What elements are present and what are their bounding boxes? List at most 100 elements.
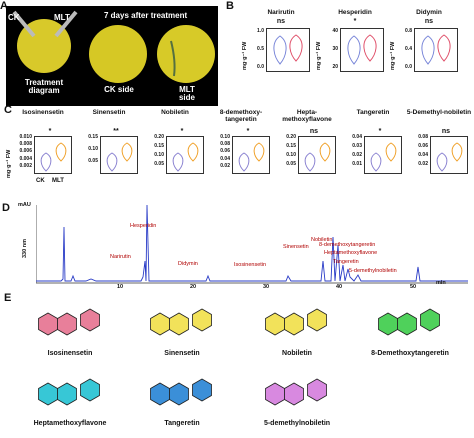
violin-c-ytick-6-1: 0.06 xyxy=(418,143,428,149)
violin-c-ytick-5-0: 0.04 xyxy=(352,134,362,140)
violin-c-ytick-1-0: 0.15 xyxy=(88,134,98,140)
chromatogram xyxy=(36,205,468,284)
panel-letter-b: B xyxy=(226,0,234,12)
group-label-ck: CK xyxy=(36,178,45,184)
x-tick-30: 30 xyxy=(263,284,270,290)
violin-c-frame-1 xyxy=(100,136,138,174)
structure-5 xyxy=(150,378,212,406)
violin-c-ytick-6-2: 0.04 xyxy=(418,152,428,158)
violin-c-ytick-3-2: 0.06 xyxy=(220,148,230,155)
violin-c-ytick-0-1: 0.008 xyxy=(19,141,32,148)
chrom-y-label: 330 nm xyxy=(22,239,28,258)
treatment-photo: CK MLT 7 days after treatment Treatment … xyxy=(6,6,218,106)
panel-letter-a: A xyxy=(0,0,8,12)
violin-b-ytick-0-2: 0.0 xyxy=(257,64,264,70)
violin-c-frame-2 xyxy=(166,136,204,174)
violin-c-title-6: 5-Demethyl-nobiletin xyxy=(406,109,472,116)
violin-b-title-0: Narirutin xyxy=(267,9,295,16)
violin-c-ytick-6-3: 0.02 xyxy=(418,161,428,167)
violin-c-ytick-5-2: 0.02 xyxy=(352,152,362,158)
structure-2 xyxy=(265,308,327,336)
peak-label-tangeretin: Tangeretin xyxy=(333,259,359,265)
structure-1 xyxy=(150,308,212,336)
violin-c-frame-0 xyxy=(34,136,72,174)
violin-b-ytick-1-1: 30 xyxy=(332,46,338,52)
violin-c-ytick-1-2: 0.05 xyxy=(88,158,98,164)
mlt-photo-label: MLT xyxy=(54,13,70,22)
violin-c-ytick-1-1: 0.10 xyxy=(88,146,98,152)
violin-c-title-5: Tangeretin xyxy=(356,109,390,116)
peak-label-heptamethoxyflavone: Heptamethoxyflavone xyxy=(324,250,378,256)
violin-c-title-1: Sinensetin xyxy=(92,109,126,116)
violin-b-title-1: Hesperidin xyxy=(338,9,372,16)
structure-0 xyxy=(38,308,100,336)
peak-label-8-demethoxytangeretin: 8-demethoxytangeretin xyxy=(319,242,376,248)
peak-label-hesperidin: Hesperidin xyxy=(130,223,157,229)
structure-name-0: Isosinensetin xyxy=(47,350,93,357)
violin-c-frame-6 xyxy=(430,136,468,174)
violin-c-ytick-6-0: 0.08 xyxy=(418,134,428,140)
violin-c-sig-4: ns xyxy=(309,128,319,135)
violin-b-sig-0: ns xyxy=(276,18,286,25)
violin-c-ytick-3-1: 0.08 xyxy=(220,141,230,148)
violin-c-ytick-4-3: 0.05 xyxy=(286,161,296,167)
peak-label-isosinensetin: Isosinensetin xyxy=(234,262,267,268)
violin-c-plot-4 xyxy=(304,142,331,172)
violin-c-plot-0 xyxy=(40,142,67,172)
violin-c-ytick-3-4: 0.02 xyxy=(220,162,230,169)
peak-label-5-demethylnobiletin: 5-demethylnobiletin xyxy=(349,268,397,274)
violin-c-title-3: 8-demethoxy-tangeretin xyxy=(219,109,263,123)
violin-c-ytick-4-0: 0.20 xyxy=(286,134,296,140)
structure-name-5: Tangeretin xyxy=(164,420,200,427)
violin-c-sig-5: * xyxy=(378,128,382,135)
panel-letter-d: D xyxy=(2,202,10,214)
violin-c-ytick-4-1: 0.15 xyxy=(286,143,296,149)
violin-c-ytick-3-3: 0.04 xyxy=(220,155,230,162)
violin-c-sig-2: * xyxy=(180,128,184,135)
violin-c-ytick-2-3: 0.05 xyxy=(154,161,164,167)
violin-c-ytick-2-2: 0.10 xyxy=(154,152,164,158)
violin-b-plot-0 xyxy=(273,34,303,65)
violin-b-ytick-0-1: 0.5 xyxy=(257,46,264,52)
structure-name-3: 8-Demethoxytangeretin xyxy=(371,350,449,357)
violin-b-ytick-0-0: 1.0 xyxy=(257,28,264,34)
violin-b-frame-0 xyxy=(266,28,310,72)
violin-b-ylabel-0: mg·g⁻¹ FW xyxy=(242,41,248,70)
violin-b-ylabel-1: mg·g⁻¹ FW xyxy=(316,41,322,70)
photo-header: 7 days after treatment xyxy=(104,11,188,20)
violin-c-sig-3: * xyxy=(246,128,250,135)
structure-4 xyxy=(38,378,100,406)
peak-label-didymin: Didymin xyxy=(178,261,198,267)
structure-name-2: Nobiletin xyxy=(282,350,312,357)
violin-c-frame-3 xyxy=(232,136,270,174)
violin-b-frame-1 xyxy=(340,28,384,72)
violin-c-title-2: Nobiletin xyxy=(161,109,189,116)
x-tick-10: 10 xyxy=(117,284,124,290)
caption-treatment: Treatment diagram xyxy=(24,78,64,96)
structure-3 xyxy=(378,308,440,336)
violin-b-ytick-2-0: 0.8 xyxy=(405,28,412,34)
group-label-mlt: MLT xyxy=(52,178,64,184)
peak-label-nobiletin: Nobiletin xyxy=(311,237,333,243)
violin-b-sig-1: * xyxy=(353,18,357,25)
violin-b-ytick-2-1: 0.4 xyxy=(405,46,412,52)
violin-c-ytick-0-0: 0.010 xyxy=(19,134,32,140)
x-tick-40: 40 xyxy=(336,284,343,290)
violin-c-title-4: Hepta-methoxyflavone xyxy=(282,109,332,123)
violin-b-plot-2 xyxy=(421,34,451,65)
violin-b-plot-1 xyxy=(347,34,377,65)
violin-b-sig-2: ns xyxy=(424,18,434,25)
violin-c-sig-1: ** xyxy=(113,128,119,135)
x-tick-20: 20 xyxy=(190,284,197,290)
chrom-y-unit: mAU xyxy=(18,202,31,208)
violin-c-frame-4 xyxy=(298,136,336,174)
violin-c-plot-2 xyxy=(172,142,199,172)
violin-c-ylabel: mg·g⁻¹ FW xyxy=(6,149,12,178)
violin-c-ytick-5-1: 0.03 xyxy=(352,143,362,149)
structure-name-4: Heptamethoxyflavone xyxy=(33,420,107,427)
panel-letter-c: C xyxy=(4,104,12,116)
chrom-x-unit: min xyxy=(436,280,446,286)
violin-b-title-2: Didymin xyxy=(416,9,442,16)
violin-c-ytick-5-3: 0.01 xyxy=(352,161,362,167)
violin-c-frame-5 xyxy=(364,136,402,174)
